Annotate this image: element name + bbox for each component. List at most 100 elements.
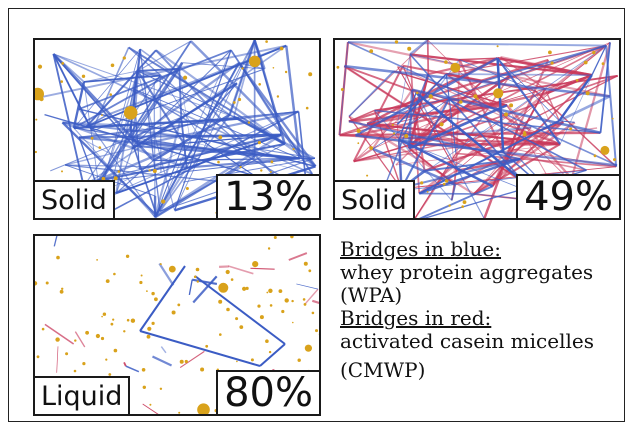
particle (278, 289, 283, 293)
bridge-line (91, 47, 130, 132)
bridge-line (131, 68, 180, 141)
particle (110, 322, 114, 326)
particle (218, 135, 223, 140)
particle (149, 403, 152, 406)
particle (156, 415, 160, 416)
particle (245, 286, 249, 290)
particle (74, 339, 77, 342)
network-render (35, 40, 321, 218)
particle (230, 278, 234, 281)
particle (575, 79, 579, 82)
bridge-line (160, 346, 167, 354)
particle (284, 70, 288, 74)
particle (196, 280, 199, 283)
particle (269, 304, 273, 307)
bridge-line (311, 299, 319, 305)
bridge-line (82, 111, 299, 208)
bridge-line (496, 57, 561, 145)
particle (493, 88, 504, 99)
particle (268, 288, 273, 293)
particle (276, 95, 280, 98)
bridge-line (233, 115, 240, 120)
legend-red-line1: activated casein micelles (340, 329, 594, 353)
bridge-line (83, 74, 161, 83)
particle (459, 100, 463, 104)
particle (61, 62, 65, 65)
bridge-line (153, 75, 161, 84)
particle (101, 114, 103, 116)
bridge-line (482, 44, 607, 83)
particle (36, 355, 40, 359)
particle (232, 101, 236, 104)
particle (269, 171, 272, 173)
bridge-line (418, 157, 521, 195)
particle (439, 122, 444, 127)
particle (308, 72, 313, 77)
bridge-line (559, 120, 575, 123)
particle (126, 318, 130, 322)
particle (239, 165, 242, 169)
particle (303, 261, 308, 266)
particle (122, 56, 126, 60)
particle (548, 50, 552, 55)
bridge-line (53, 236, 58, 247)
particle (259, 315, 264, 320)
particle (393, 132, 396, 135)
particle (292, 321, 294, 324)
bridge-line (129, 70, 139, 131)
bridge-line (74, 331, 86, 348)
bridge-line (152, 355, 173, 367)
bridge-line (348, 70, 395, 117)
particle (105, 358, 108, 361)
particle (550, 61, 554, 65)
particle (267, 247, 271, 250)
particle (100, 336, 105, 341)
bridge-line (192, 278, 218, 285)
particle (366, 174, 369, 177)
particle (476, 97, 479, 100)
bridge-line (288, 252, 308, 261)
particle (55, 337, 60, 342)
particle (248, 55, 261, 68)
particle (35, 281, 38, 286)
bridge-line (366, 45, 607, 125)
bridge-line (125, 365, 140, 373)
particle (404, 134, 409, 138)
bridge-line (400, 99, 450, 190)
particle (236, 360, 238, 363)
bridge-line (473, 143, 561, 195)
bridge-line (189, 40, 317, 168)
particle (461, 205, 464, 208)
bridge-line (409, 40, 429, 56)
particle (146, 290, 148, 292)
bridge-line (56, 346, 59, 373)
particle (226, 307, 230, 312)
bridge-line (285, 45, 301, 159)
bridge-line (79, 110, 299, 139)
particle (113, 176, 118, 181)
particle (569, 127, 573, 131)
bridge-line (414, 75, 511, 218)
bridge-line (353, 73, 447, 162)
particle (184, 359, 188, 364)
bridge-line (128, 46, 286, 145)
particle (61, 287, 64, 290)
particle (268, 415, 270, 416)
particle (444, 60, 448, 64)
bridge-line (53, 53, 235, 118)
particle (319, 168, 321, 170)
particle (279, 46, 284, 51)
particle (179, 359, 184, 364)
legend-blue-line1: whey protein aggregates (340, 260, 594, 284)
particle (444, 179, 449, 183)
particle (297, 358, 301, 362)
particle (407, 46, 412, 51)
bridge-line (558, 74, 593, 122)
particle (336, 65, 340, 69)
particle (147, 326, 152, 331)
bridge-line (62, 121, 188, 169)
particle (96, 259, 98, 261)
bridge-line (503, 151, 618, 167)
particle (177, 303, 181, 307)
particle (168, 265, 176, 273)
